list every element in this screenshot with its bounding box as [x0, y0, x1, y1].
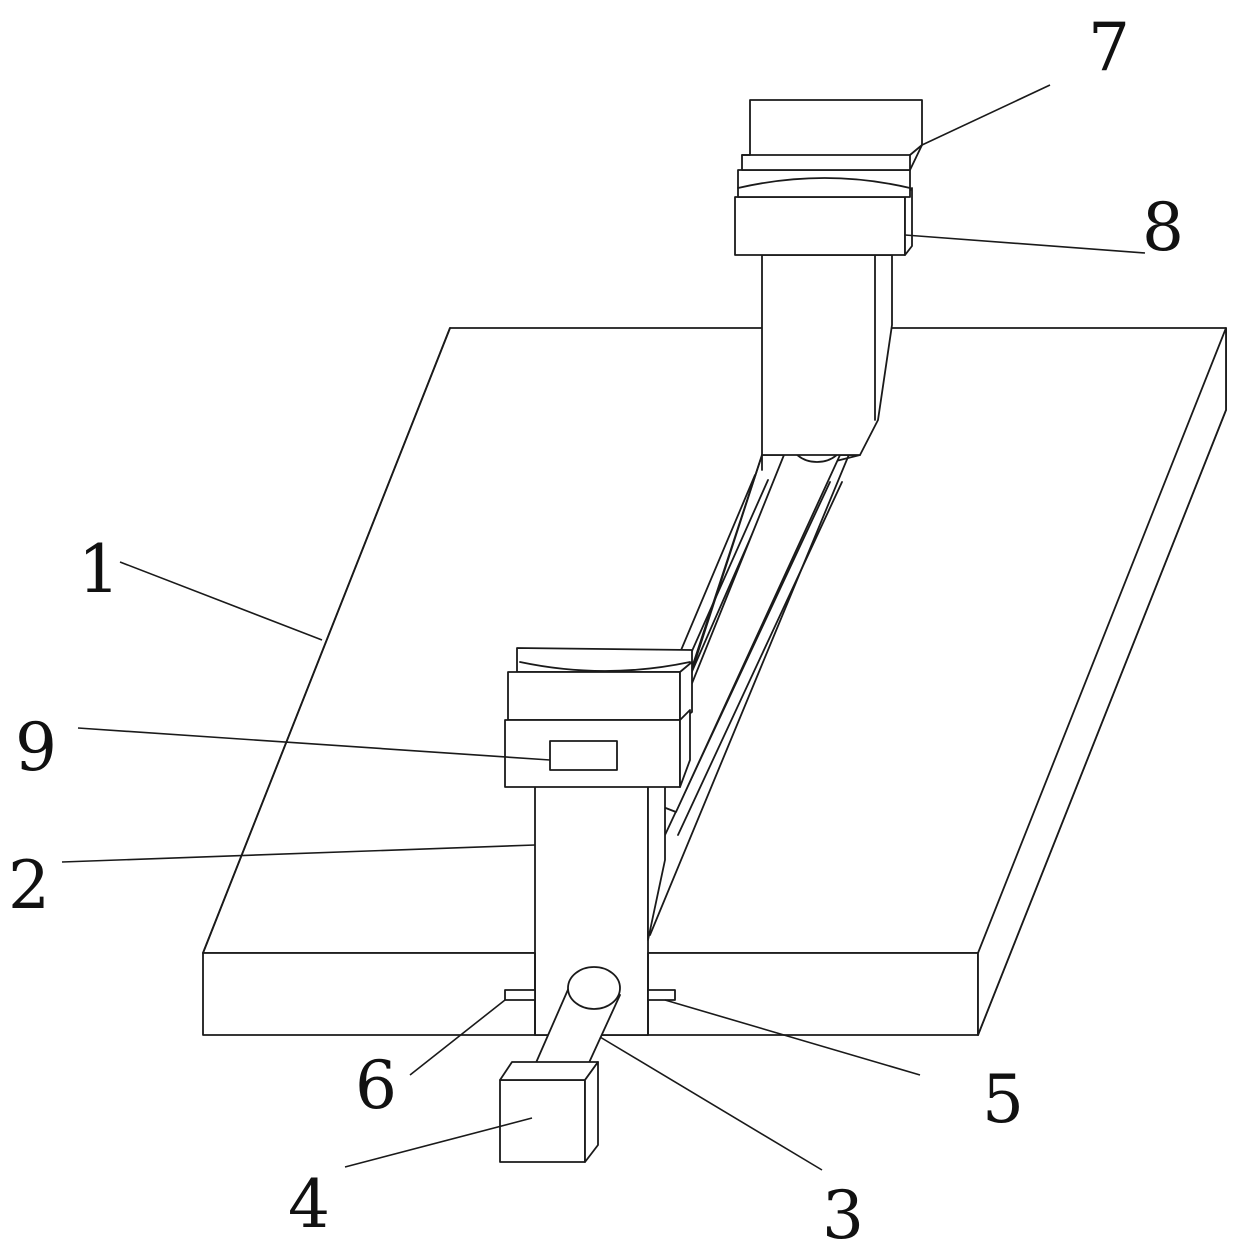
- label-9: 9: [15, 709, 57, 786]
- motor-top: [499, 1061, 599, 1081]
- label-5: 5: [982, 1061, 1024, 1138]
- front-clamp-top-side: [679, 661, 693, 721]
- label-6: 6: [355, 1047, 397, 1124]
- rear-column-body: [761, 254, 893, 456]
- leader-7: [921, 84, 1051, 146]
- leader-3: [599, 1036, 823, 1171]
- flange-right-body: [647, 989, 676, 1001]
- motor-front: [499, 1079, 586, 1163]
- flange-right: [647, 989, 676, 1001]
- front-clamp-jaw: [516, 647, 693, 673]
- label-4: 4: [288, 1166, 330, 1243]
- front-column: [534, 779, 666, 1036]
- lower-screw-end: [567, 966, 621, 1010]
- leader-lines: [61, 84, 1146, 1171]
- label-7: 7: [1088, 9, 1130, 86]
- rear-clamp-upper-block: [741, 99, 923, 171]
- front-clamp-block-side: [679, 709, 691, 788]
- leader-8: [904, 234, 1146, 254]
- label-2: 2: [8, 847, 50, 924]
- rear-clamp-lower-side: [904, 187, 913, 256]
- leader-4: [344, 1117, 533, 1168]
- base-plate-side: [977, 327, 1227, 1036]
- leader-5: [664, 999, 921, 1076]
- motor-side: [584, 1061, 599, 1163]
- leader-6: [409, 999, 506, 1076]
- leader-9: [77, 727, 551, 761]
- leader-1: [119, 561, 323, 641]
- sensor-box: [549, 740, 618, 771]
- flange-left: [504, 989, 536, 1001]
- label-1: 1: [78, 531, 120, 608]
- motor: [499, 1061, 599, 1163]
- rear-clamp: [734, 99, 923, 256]
- front-clamp: [504, 647, 693, 788]
- label-8: 8: [1142, 189, 1184, 266]
- front-clamp-top: [507, 671, 681, 721]
- leader-2: [61, 844, 536, 863]
- flange-left-body: [504, 989, 536, 1001]
- label-3: 3: [822, 1177, 864, 1252]
- rear-clamp-lower-block: [734, 196, 906, 256]
- reference-numerals: 1 2 3 4 5 6 7 8 9: [8, 9, 1184, 1252]
